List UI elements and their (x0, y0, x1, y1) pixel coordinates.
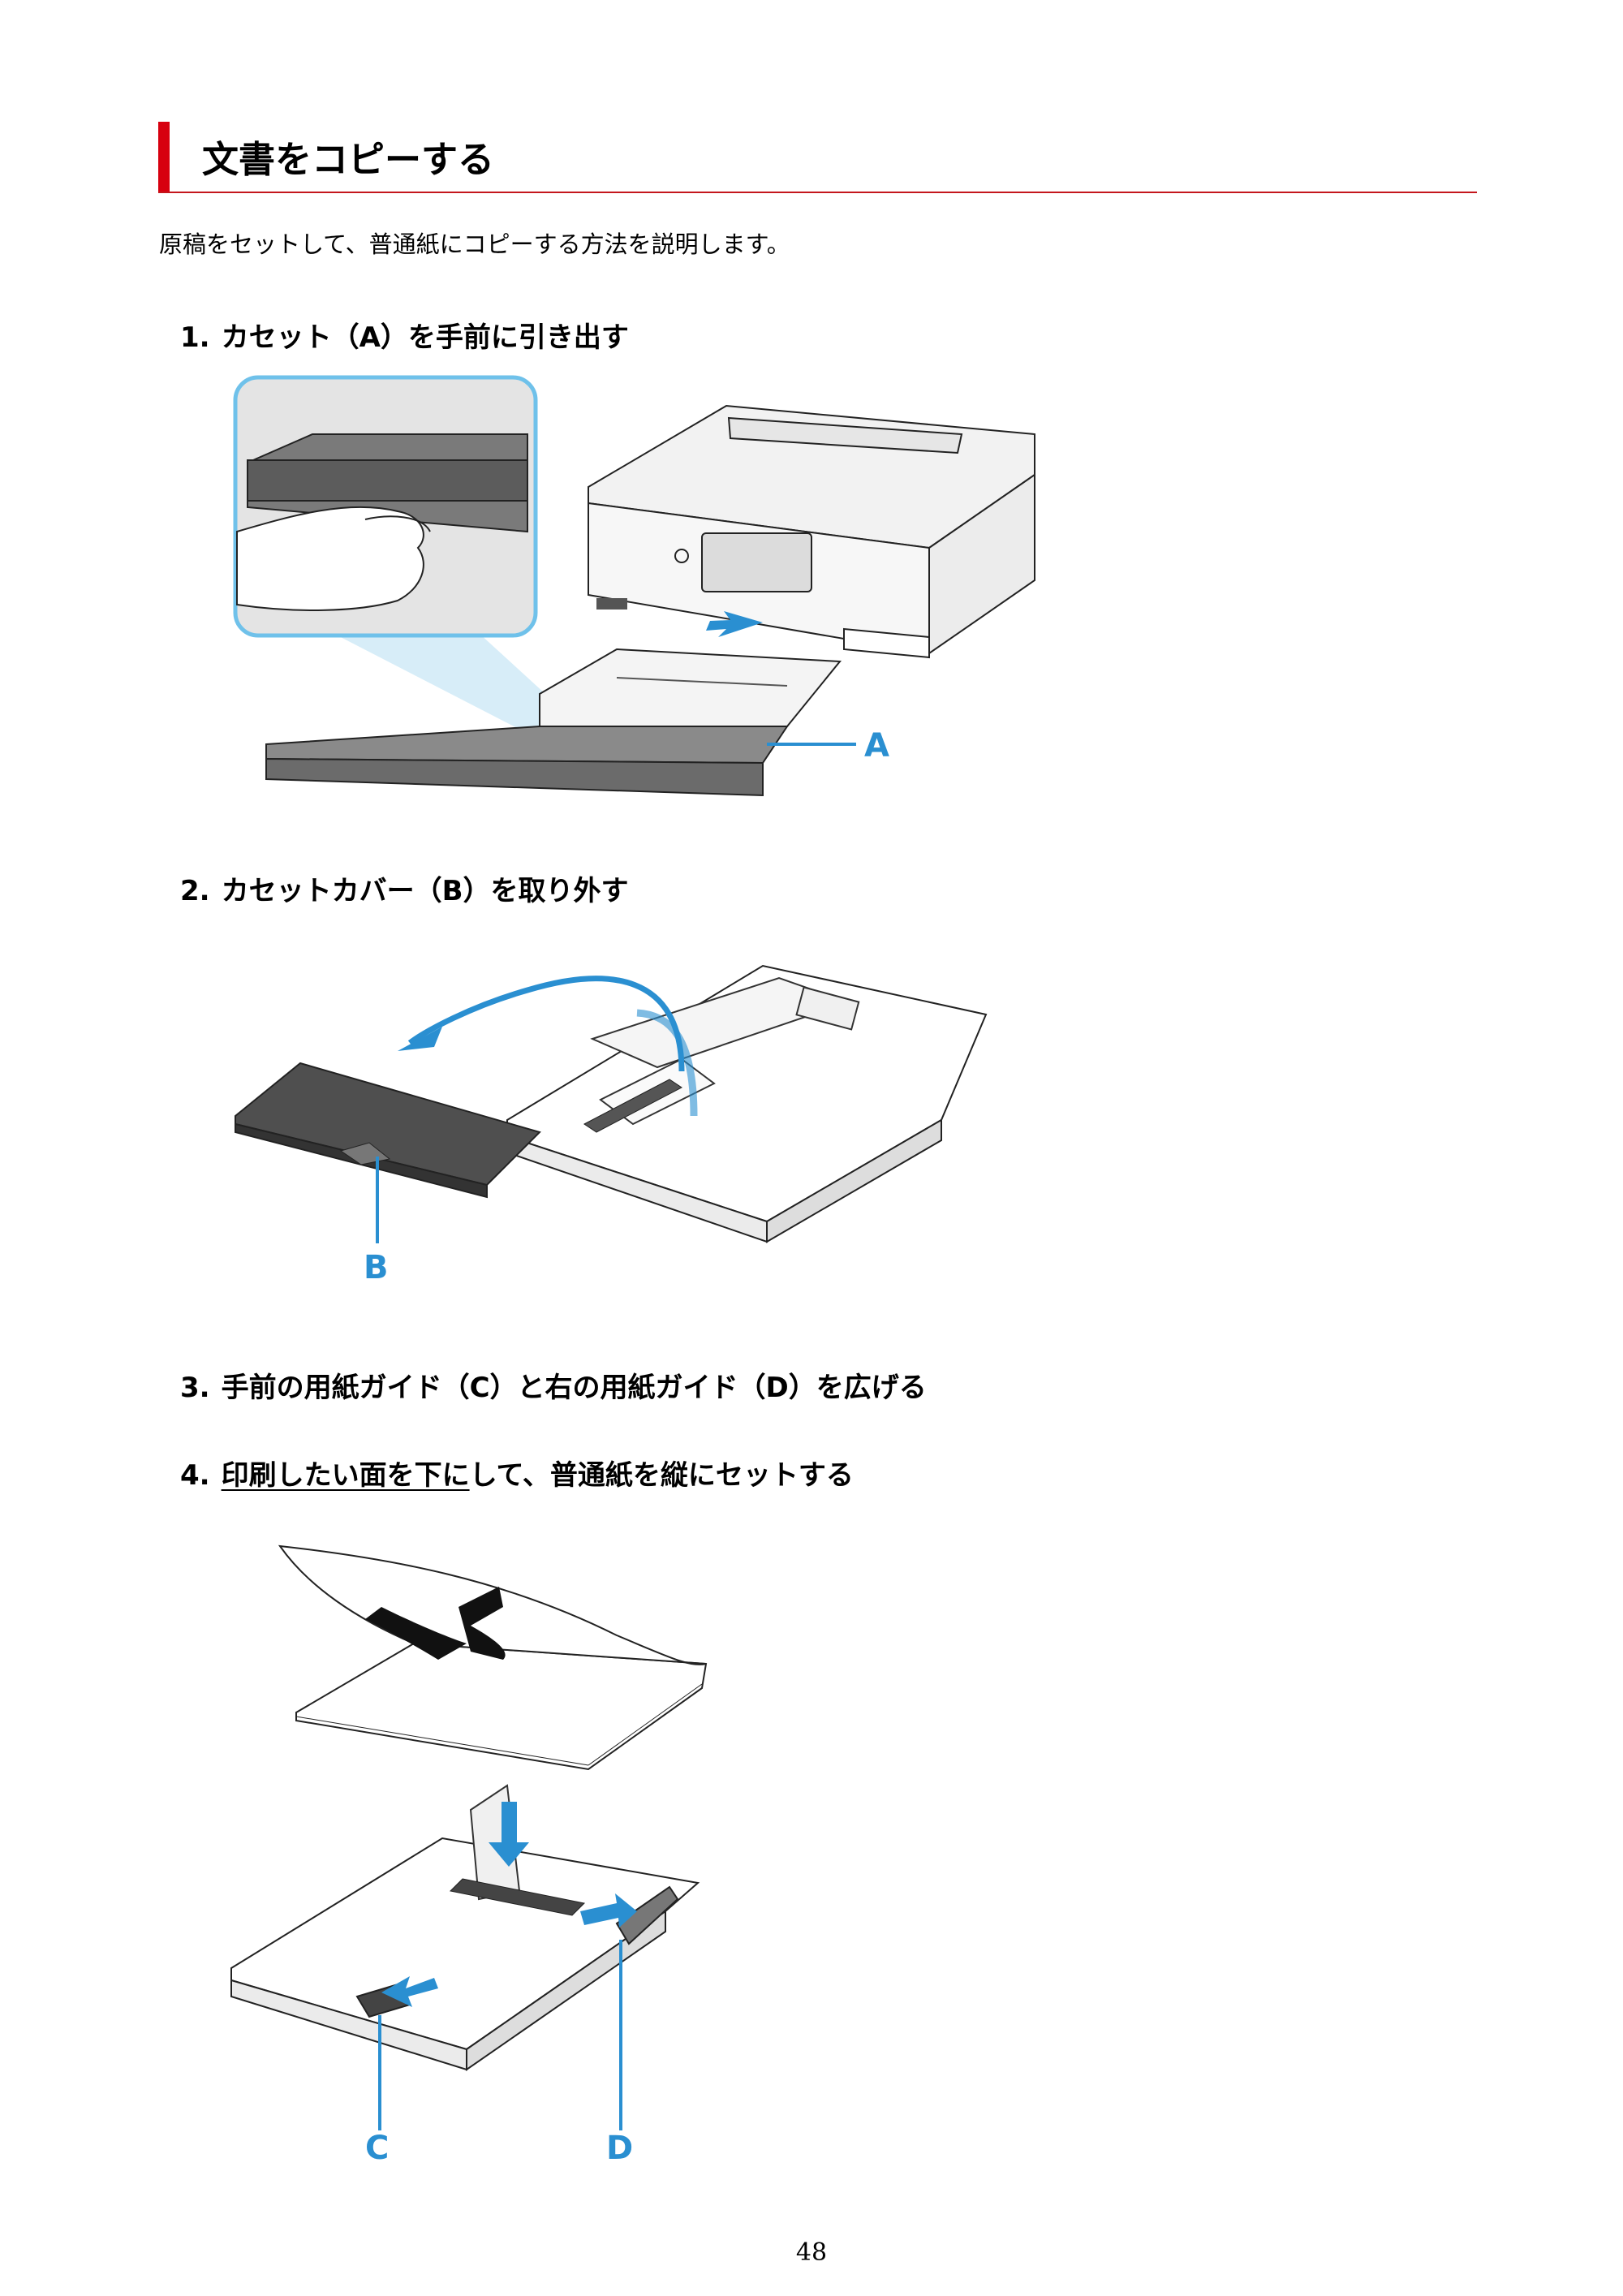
step-text: カセットカバー（B）を取り外す (221, 875, 629, 907)
step-3: 3. 手前の用紙ガイド（C）と右の用紙ガイド（D）を広げる (180, 1365, 927, 1405)
guide-c-arrow (381, 1976, 438, 2007)
callout-a: A (864, 727, 889, 765)
step-number: 2. (180, 875, 210, 907)
pull-direction-arrow (706, 611, 763, 637)
step-text: カセット（A）を手前に引き出す (221, 321, 629, 354)
heading-accent-bar (158, 122, 170, 192)
guide-d-arrow (580, 1893, 637, 1928)
inset-hand-pulling-cassette (233, 375, 538, 638)
step-number: 3. (180, 1372, 210, 1404)
step-1: 1. カセット（A）を手前に引き出す (180, 315, 629, 355)
step-text: して、普通紙を縦にセットする (469, 1459, 854, 1492)
figure-cassette-cover-removal: B (235, 964, 988, 1286)
step-text-underlined: 印刷したい面を下に (221, 1459, 470, 1492)
step-2: 2. カセットカバー（B）を取り外す (180, 868, 629, 908)
callout-c: C (365, 2130, 389, 2163)
paper-stack-illustration (278, 1544, 708, 1771)
figure-cassette-pull-out: A (233, 375, 1035, 797)
step-number: 1. (180, 321, 210, 354)
step-text: 手前の用紙ガイド（C）と右の用紙ガイド（D）を広げる (221, 1372, 927, 1404)
step-4: 4. 印刷したい面を下にして、普通紙を縦にセットする (180, 1453, 854, 1493)
cassette-tray-illustration (506, 964, 988, 1243)
callout-d: D (606, 2130, 633, 2163)
printer-illustration (588, 404, 1035, 659)
page-heading: 文書をコピーする (158, 122, 1477, 193)
insert-down-arrow (489, 1802, 529, 1867)
removal-arrow (407, 976, 685, 1072)
figure-paper-loading: C D (230, 1544, 708, 2163)
page-title: 文書をコピーする (202, 138, 495, 181)
cassette-illustration (265, 648, 842, 797)
step-number: 4. (180, 1459, 210, 1492)
cassette-cover-illustration (235, 1062, 541, 1199)
page-number: 48 (795, 2238, 828, 2267)
cassette-tray-open-illustration (230, 1784, 700, 2071)
intro-text: 原稿をセットして、普通紙にコピーする方法を説明します。 (159, 230, 790, 258)
callout-b: B (364, 1249, 389, 1286)
